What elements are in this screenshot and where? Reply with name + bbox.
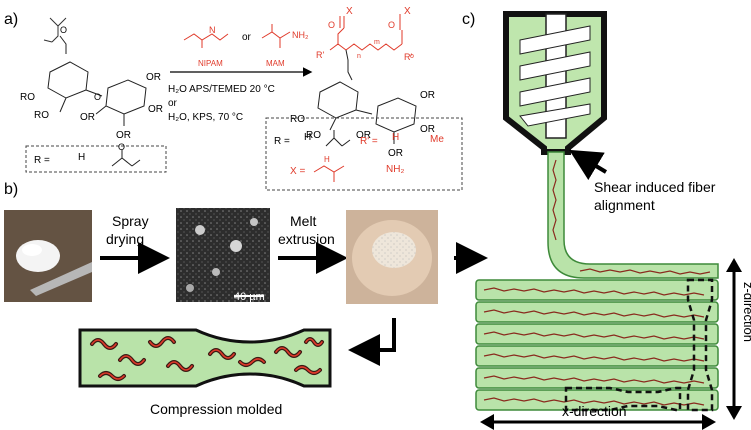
r-group-acyl	[111, 150, 141, 167]
product-sub-o: o	[410, 53, 414, 60]
dashed-dogbone-z	[686, 278, 714, 412]
product-or-2: OR	[420, 124, 435, 135]
x-nh: H	[324, 155, 330, 164]
x-nh2: NH₂	[386, 164, 404, 175]
arrow-to-compression	[348, 318, 396, 366]
r2-h: H	[304, 132, 311, 143]
conditions-1: H₂O APS/TEMED 20 °C	[168, 84, 275, 95]
o-atom-1: O	[60, 25, 67, 35]
conditions-or: or	[168, 98, 178, 109]
nipam-structure	[183, 33, 229, 48]
rprime-me: Me	[430, 134, 444, 145]
substituent-box	[265, 117, 463, 191]
z-direction-label: z-direction	[741, 282, 751, 342]
r-group-box	[25, 145, 167, 173]
dogbone-fibers-red	[91, 337, 323, 380]
rprime-label: R' =	[360, 136, 378, 147]
product-x-1: X	[346, 6, 353, 17]
dogbone-sample	[78, 328, 332, 388]
shear-arrow	[569, 149, 608, 181]
nipam-label: NIPAM	[198, 59, 223, 68]
nipam-n: N	[209, 25, 216, 35]
shear-label-1: Shear induced fiber	[594, 179, 716, 195]
panel-label-c: c)	[462, 11, 475, 28]
dashed-dogbone-x	[564, 386, 682, 412]
or-label-3: OR	[148, 104, 163, 115]
mam-nh2: NH₂	[292, 30, 309, 40]
or-monomer: or	[242, 32, 252, 43]
product-structure	[317, 14, 417, 144]
scale-bar-label: 40 µm	[234, 291, 265, 303]
mam-label: MAM	[266, 59, 285, 68]
x-label: X =	[290, 166, 305, 177]
starting-material	[43, 17, 147, 126]
o-atom-2: O	[94, 92, 101, 102]
product-ro-2: RO	[306, 130, 321, 141]
panel-label-b: b)	[4, 181, 18, 198]
product-rp-1: R'	[316, 50, 324, 60]
r-group-o: O	[118, 142, 125, 152]
product-or-4: OR	[388, 148, 403, 159]
r-group-label: R =	[34, 155, 50, 166]
r2-label: R =	[274, 136, 290, 147]
x-direction-label: x-direction	[562, 403, 627, 419]
spray-line-1: Spray	[112, 213, 149, 229]
product-sub-n: n	[357, 53, 361, 60]
melt-line-2: extrusion	[278, 231, 335, 247]
powder-photo	[4, 210, 92, 302]
z-arrow-head-bottom	[726, 406, 742, 420]
product-or-3: OR	[356, 130, 371, 141]
x-arrow-head-right	[702, 414, 716, 430]
melt-line-1: Melt	[290, 213, 317, 229]
rprime-h: H	[392, 132, 399, 143]
compression-label: Compression molded	[150, 401, 282, 417]
panel-label-a: a)	[4, 11, 18, 28]
product-sub-m: m	[374, 39, 380, 46]
or-label-1: OR	[80, 112, 95, 123]
conditions-2: H₂O, KPS, 70 °C	[168, 112, 243, 123]
product-o-2: O	[388, 20, 395, 30]
printed-layers	[475, 279, 719, 411]
mam-structure	[261, 24, 291, 48]
product-rp-2: R'	[404, 52, 412, 62]
ro-label-2: RO	[34, 110, 49, 121]
r2-acyl	[325, 130, 351, 147]
or-label-2: OR	[146, 72, 161, 83]
product-or-1: OR	[420, 90, 435, 101]
or-label-4: OR	[116, 130, 131, 141]
x-arrow-head-left	[480, 414, 494, 430]
x-ipr-amine	[313, 165, 345, 182]
fiber-hand-photo	[346, 210, 438, 304]
extruder-screw	[519, 13, 591, 139]
sem-image	[176, 208, 270, 302]
r-group-h: H	[78, 152, 85, 163]
product-x-2: X	[404, 6, 411, 17]
z-arrow-head-top	[726, 258, 742, 272]
spray-line-2: drying	[106, 231, 144, 247]
extruded-strand	[547, 151, 719, 279]
ro-label-1: RO	[20, 92, 35, 103]
aligned-fibers	[483, 159, 711, 406]
shear-label-2: alignment	[594, 197, 655, 213]
product-ro-1: RO	[290, 114, 305, 125]
product-o-1: O	[328, 20, 335, 30]
